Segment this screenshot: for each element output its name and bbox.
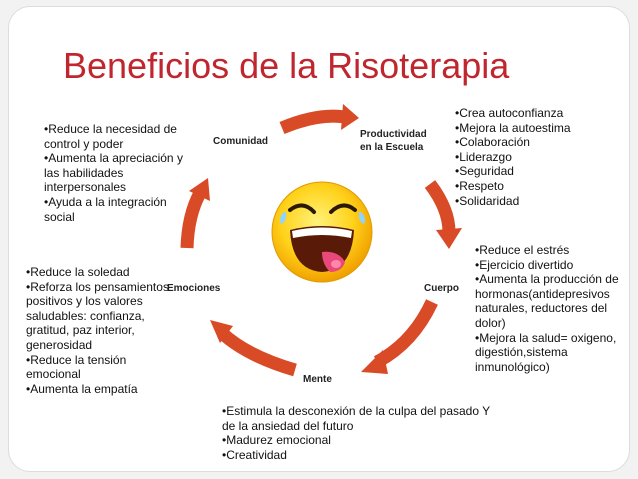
- list-item: •Estimula la desconexión de la culpa del…: [222, 404, 490, 433]
- node-cuerpo: Cuerpo: [424, 283, 459, 294]
- list-item: •Mejora la autoestima: [455, 120, 571, 135]
- cycle-arrow-top: [279, 104, 359, 135]
- node-mente: Mente: [303, 374, 332, 385]
- list-item: •Seguridad: [455, 164, 514, 179]
- list-item: •Aumenta la apreciación y las habilidade…: [44, 151, 183, 195]
- laughing-face-icon: [271, 181, 373, 283]
- cycle-arrow-right-upper: [424, 180, 462, 249]
- list-item: •Aumenta la producción de hormonas(antid…: [475, 272, 619, 330]
- list-item: •Reforza los pensamientos positivos y lo…: [26, 279, 169, 352]
- list-item: •Reduce la soledad: [26, 265, 130, 279]
- list-item: •Creatividad: [222, 447, 287, 462]
- node-comunidad: Comunidad: [213, 136, 268, 147]
- list-item: •Respeto: [455, 178, 504, 193]
- list-item: •Reduce la necesidad de control y poder: [44, 122, 177, 151]
- list-item: •Liderazgo: [455, 149, 512, 164]
- list-comunidad: •Reduce la necesidad de control y poder …: [44, 122, 194, 224]
- list-item: •Ejercicio divertido: [475, 257, 574, 272]
- list-mente: •Estimula la desconexión de la culpa del…: [222, 404, 502, 462]
- cycle-arrow-right-lower: [361, 299, 438, 374]
- list-item: •Madurez emocional: [222, 433, 331, 448]
- list-item: •Crea autoconfianza: [455, 106, 564, 120]
- slide-title: Beneficios de la Risoterapia: [63, 45, 510, 86]
- node-emociones: Emociones: [167, 283, 221, 294]
- list-item: •Aumenta la empatía: [26, 381, 138, 396]
- node-productividad: Productividad en la Escuela: [360, 129, 427, 153]
- list-item: •Reduce el estrés: [475, 243, 570, 257]
- list-item: •Solidaridad: [455, 193, 520, 208]
- list-emociones: •Reduce la soledad •Reforza los pensamie…: [26, 265, 172, 396]
- list-cuerpo: •Reduce el estrés •Ejercicio divertido •…: [475, 243, 635, 374]
- list-item: •Reduce la tensión emocional: [26, 352, 127, 382]
- list-item: •Colaboración: [455, 135, 530, 150]
- cycle-arrow-bottom-left: [210, 320, 297, 377]
- list-item: •Mejora la salud= oxigeno, digestión,sis…: [475, 330, 617, 374]
- list-item: •Ayuda a la integración social: [44, 194, 167, 224]
- cycle-arrow-left: [180, 178, 210, 249]
- list-productividad: •Crea autoconfianza •Mejora la autoestim…: [455, 106, 605, 208]
